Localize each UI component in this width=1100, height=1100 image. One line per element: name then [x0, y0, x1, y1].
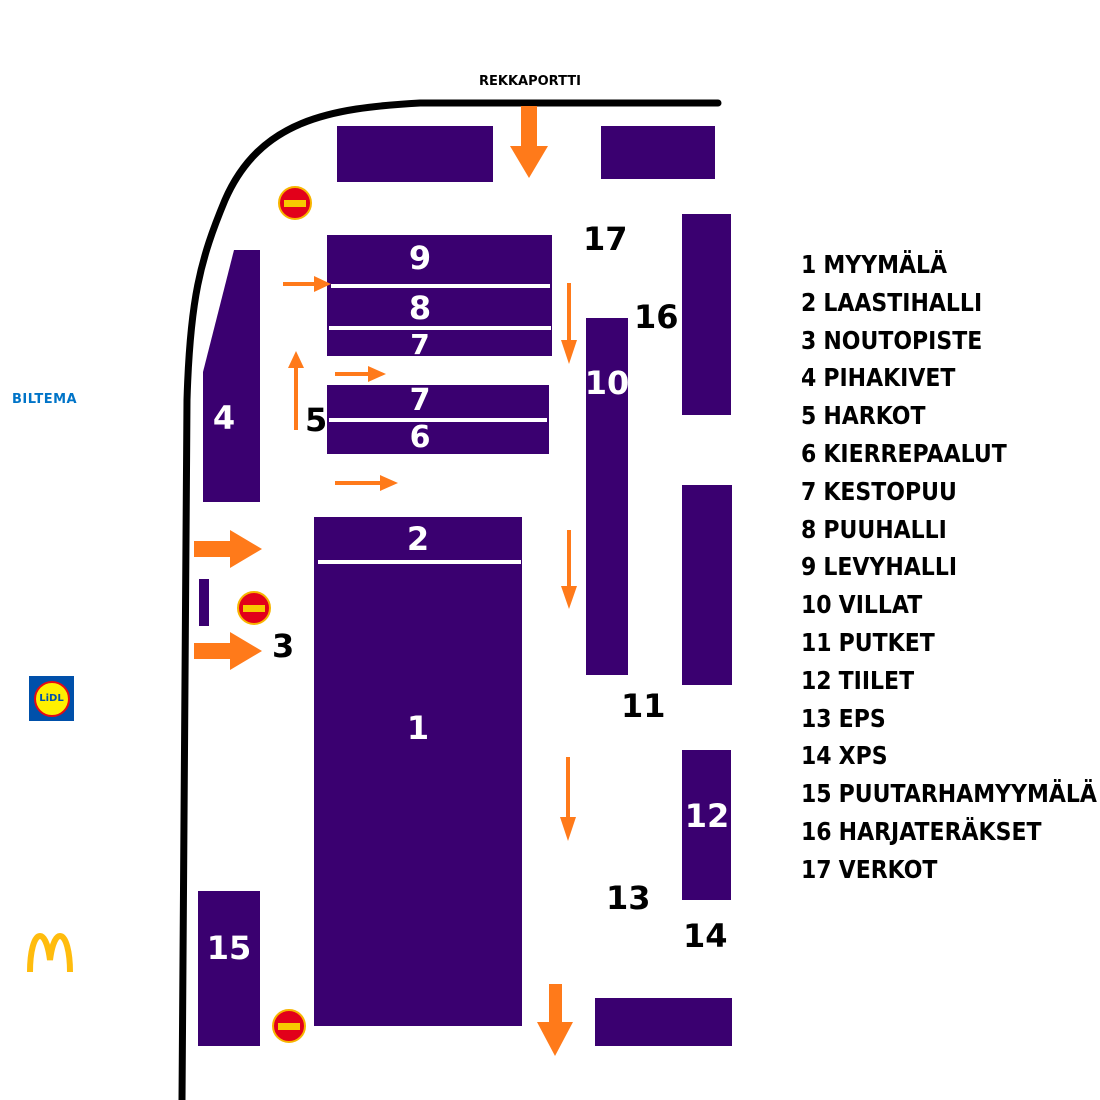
area-label-13: 13 [606, 879, 651, 917]
building-label-8: 8 [408, 289, 432, 327]
divider [318, 560, 521, 564]
building-label-9: 9 [408, 239, 432, 277]
area-label-3: 3 [272, 627, 295, 665]
arrow-icon [194, 632, 262, 670]
arrow-icon [537, 984, 573, 1056]
building-label-15: 15 [206, 929, 252, 967]
building-9-8-7 [327, 235, 552, 356]
building-12 [682, 750, 731, 900]
divider [331, 284, 550, 288]
building-label-12: 12 [684, 797, 730, 835]
arrow-icon [288, 351, 304, 430]
biltema-logo: BILTEMA [12, 392, 78, 407]
arrow-icon [194, 530, 262, 568]
building-1-2 [314, 517, 522, 1026]
no-entry-icon [278, 186, 312, 220]
arrow-icon [283, 276, 331, 292]
mcdonalds-logo-icon [27, 932, 73, 973]
arrow-icon [560, 757, 576, 841]
building-15 [198, 891, 260, 1046]
arrow-icon [561, 530, 577, 609]
gate-label: REKKAPORTTI [479, 74, 581, 89]
arrow-icon [335, 475, 398, 491]
building-label-7b: 7 [409, 383, 431, 418]
no-entry-icon [272, 1009, 306, 1043]
building-top-right [601, 126, 715, 179]
area-label-17: 17 [583, 220, 628, 258]
lidl-logo-text: LiDL [33, 680, 70, 717]
divider [329, 326, 551, 330]
building-label-4: 4 [212, 399, 236, 437]
arrow-icon [510, 106, 548, 178]
building-11-area [682, 485, 732, 685]
building-label-7a: 7 [410, 328, 430, 361]
building-label-6: 6 [409, 420, 431, 455]
building-label-1: 1 [406, 709, 430, 747]
building-bottom-right [595, 998, 732, 1046]
area-label-5: 5 [305, 401, 328, 439]
area-label-14: 14 [683, 917, 728, 955]
building-16 [682, 214, 731, 415]
area-label-11: 11 [621, 687, 666, 725]
building-10 [586, 318, 628, 675]
area-label-16: 16 [634, 298, 679, 336]
divider [329, 418, 547, 422]
arrow-icon [335, 366, 386, 382]
arrow-icon [561, 283, 577, 364]
building-3-small [199, 579, 209, 626]
lidl-logo: LiDL [29, 676, 74, 721]
building-label-10: 10 [584, 364, 630, 402]
building-label-2: 2 [406, 520, 430, 558]
building-top-left [337, 126, 493, 182]
no-entry-icon [237, 591, 271, 625]
